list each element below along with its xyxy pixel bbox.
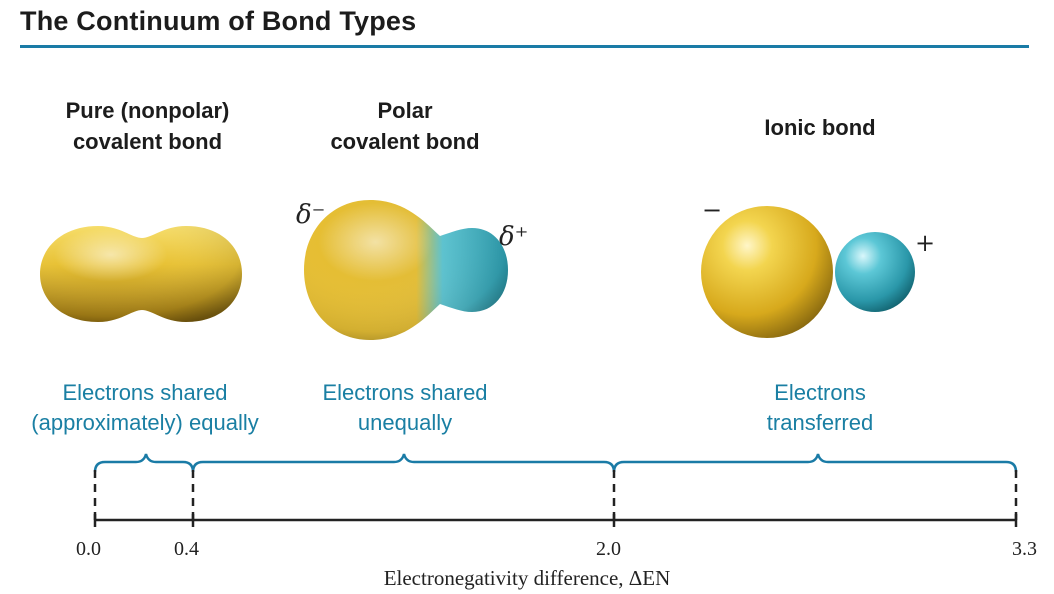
tick-label-1: 0.4	[174, 538, 199, 560]
desc-nonpolar: Electrons shared (approximately) equally	[0, 378, 290, 438]
heading-ionic: Ionic bond	[720, 112, 920, 143]
ionic-negative-label: −	[702, 196, 723, 224]
desc-nonpolar-line1: Electrons shared	[62, 380, 228, 405]
desc-polar: Electrons shared unequally	[300, 378, 510, 438]
cation-sphere	[835, 232, 915, 312]
ionic-positive-label: +	[915, 229, 936, 257]
page-title: The Continuum of Bond Types	[20, 6, 417, 36]
brace-nonpolar	[93, 453, 195, 473]
tick-label-3: 3.3	[1012, 538, 1037, 560]
range-braces	[93, 453, 1018, 473]
brace-polar	[191, 453, 616, 473]
heading-polar: Polar covalent bond	[300, 95, 510, 157]
desc-ionic-line2: transferred	[766, 410, 874, 435]
heading-nonpolar-line1: Pure (nonpolar)	[65, 98, 230, 123]
polar-negative-label: δ⁻	[296, 200, 326, 230]
desc-ionic-line1: Electrons	[774, 380, 866, 405]
desc-polar-line2: unequally	[357, 410, 453, 435]
polar-positive-label: δ⁺	[499, 222, 529, 252]
tick-label-0: 0.0	[76, 538, 101, 560]
anion-sphere	[701, 206, 833, 338]
brace-ionic	[612, 453, 1018, 473]
heading-nonpolar-line2: covalent bond	[72, 129, 223, 154]
polar-molecule	[304, 200, 508, 340]
ionic-molecule	[701, 206, 915, 338]
desc-nonpolar-line2: (approximately) equally	[31, 410, 259, 435]
desc-polar-line1: Electrons shared	[322, 380, 488, 405]
range-dividers	[93, 470, 1018, 520]
heading-ionic-line1: Ionic bond	[764, 115, 876, 140]
heading-nonpolar: Pure (nonpolar) covalent bond	[35, 95, 260, 157]
nonpolar-molecule	[40, 226, 242, 322]
desc-ionic: Electrons transferred	[720, 378, 920, 438]
en-axis	[93, 514, 1018, 527]
title-rule	[20, 45, 1029, 48]
heading-polar-line2: covalent bond	[330, 129, 480, 154]
axis-title: Electronegativity difference, ΔEN	[383, 566, 671, 590]
heading-polar-line1: Polar	[377, 98, 433, 123]
tick-label-2: 2.0	[596, 538, 621, 560]
